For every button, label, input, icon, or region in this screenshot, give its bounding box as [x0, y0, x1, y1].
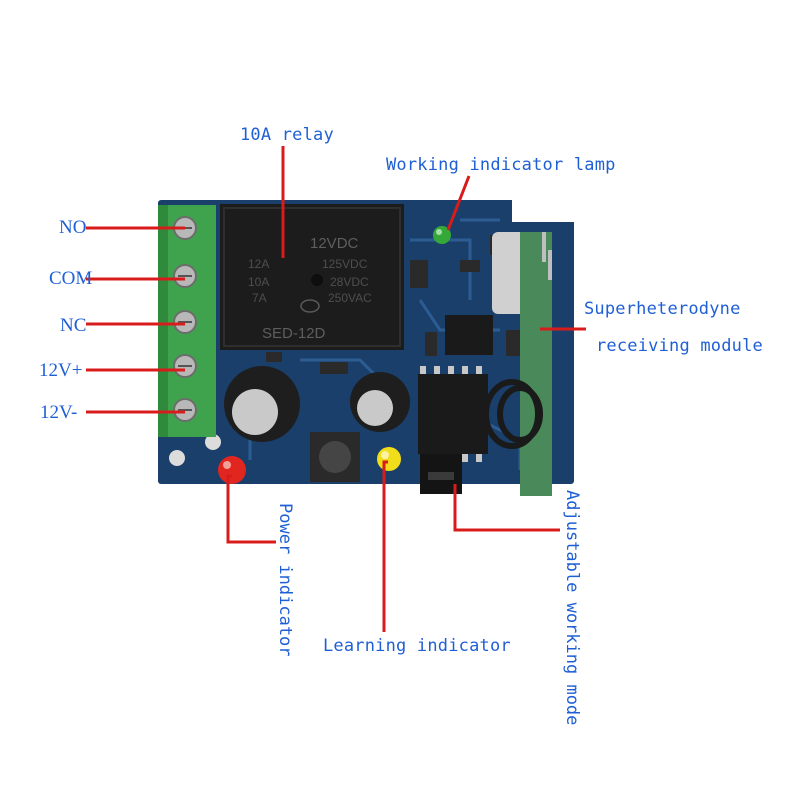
label-12v-plus: 12V+ [39, 360, 83, 381]
mounting-hole [205, 434, 221, 450]
leader-learning [382, 460, 388, 632]
relay-rating-text: 10A [248, 275, 269, 289]
label-no: NO [59, 217, 87, 238]
relay-rating-text: 250VAC [328, 291, 372, 305]
leader-working-lamp [446, 175, 471, 231]
antenna-coil [483, 379, 543, 449]
ic-chip [445, 315, 493, 355]
label-working-indicator-lamp: Working indicator lamp [386, 155, 616, 175]
leader-power [226, 474, 276, 544]
relay-model-text: SED-12D [262, 325, 326, 342]
mounting-hole [169, 450, 185, 466]
leader-adjustable [453, 484, 560, 532]
relay-rating-text: 12A [248, 257, 269, 271]
relay-rating-text: 125VDC [322, 257, 368, 271]
label-learning-indicator: Learning indicator [323, 636, 511, 656]
label-relay: 10A relay [240, 125, 334, 145]
relay-rating-text: 7A [252, 291, 267, 305]
relay-rating-text: 28VDC [330, 275, 369, 289]
label-superheterodyne: Superheterodyne [584, 299, 741, 319]
label-com: COM [49, 268, 93, 289]
power-led [218, 456, 246, 484]
label-receiving-module: receiving module [596, 336, 763, 356]
ic-chip [418, 374, 488, 454]
label-12v-minus: 12V- [40, 402, 78, 423]
pcb-notch [512, 198, 576, 222]
label-nc: NC [60, 315, 87, 336]
leader-lines [86, 146, 586, 632]
label-adjustable-working-mode: Adjustable working mode [562, 490, 582, 726]
receiver-module [520, 232, 552, 496]
learning-led [377, 447, 401, 471]
relay-voltage-text: 12VDC [310, 235, 359, 252]
label-power-indicator: Power indicator [275, 503, 295, 657]
